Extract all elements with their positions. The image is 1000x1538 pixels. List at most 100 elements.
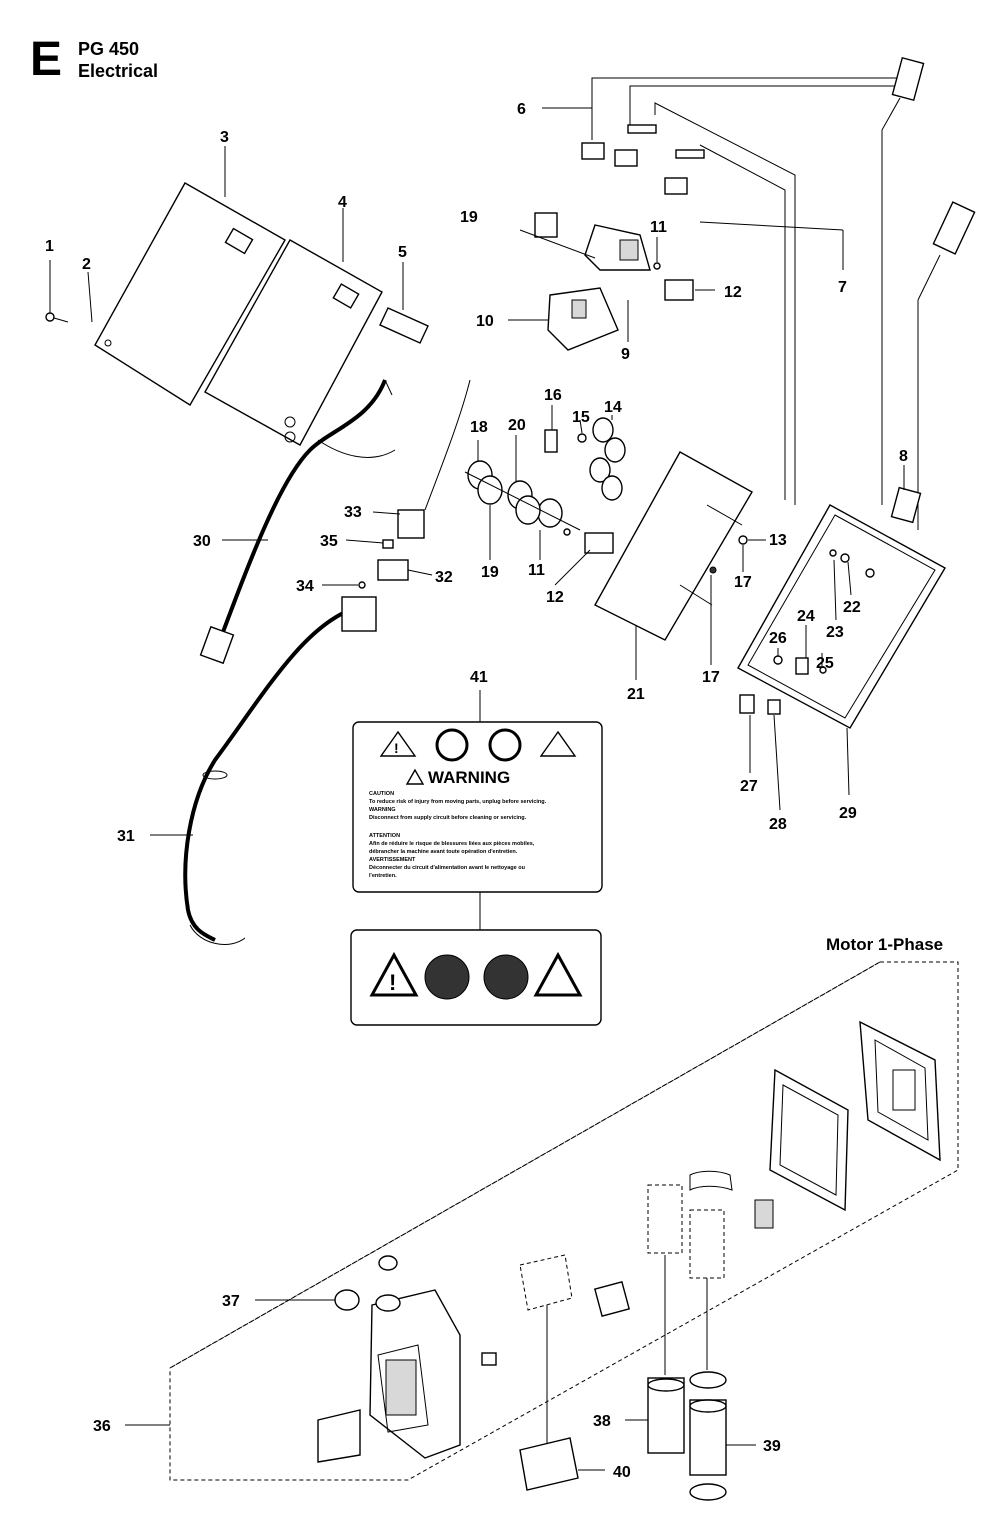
- connector-top-right: [891, 56, 925, 102]
- bracket-part-19-top: [534, 212, 558, 238]
- power-cord-part-30: [218, 379, 387, 641]
- switch-contacts-part-6: [581, 124, 657, 167]
- terminal-box-part-36: [369, 1255, 461, 1459]
- callout-10: 10: [476, 313, 494, 330]
- warning-line-2: To reduce risk of injury from moving par…: [369, 799, 547, 805]
- callout-20: 20: [508, 417, 526, 434]
- callout-28: 28: [769, 816, 787, 833]
- plug-part-33: [397, 509, 425, 539]
- callout-32: 32: [435, 569, 453, 586]
- callout-6: 6: [517, 101, 526, 118]
- terminal-part-12-mid: [584, 532, 614, 554]
- switch-part-5: [379, 307, 429, 344]
- callout-11-top: 11: [650, 219, 667, 236]
- callout-29: 29: [839, 805, 857, 822]
- page-title: Electrical: [78, 61, 159, 81]
- warning-decal-part-41: ! !: [350, 721, 603, 1026]
- callout-38: 38: [593, 1413, 611, 1430]
- callout-19-mid: 19: [481, 564, 499, 581]
- clip-part-32: [377, 559, 409, 581]
- callout-41: 41: [470, 669, 488, 686]
- callout-37: 37: [222, 1293, 240, 1310]
- link-part-16: [544, 429, 558, 453]
- terminal-part-12-top: [664, 279, 694, 301]
- switch-contacts-part-7: [664, 149, 705, 195]
- cable-gland-part-37: [334, 1289, 360, 1311]
- capacitor-38-outline: [647, 1184, 683, 1254]
- connector-right: [932, 201, 976, 255]
- callout-23: 23: [826, 624, 844, 641]
- screw-part-25: [819, 666, 827, 674]
- warning-line-3: WARNING: [369, 807, 396, 813]
- callout-18: 18: [470, 419, 488, 436]
- screw-part-15: [577, 433, 587, 443]
- callout-7: 7: [838, 279, 847, 296]
- callout-9: 9: [621, 346, 630, 363]
- warning-line-1: CAUTION: [369, 791, 394, 797]
- callout-24: 24: [797, 608, 815, 625]
- callout-39: 39: [763, 1438, 781, 1455]
- callout-22: 22: [843, 599, 861, 616]
- mounting-board-part-21: [594, 451, 753, 641]
- terminal-row-part-20: [467, 460, 563, 528]
- battery-part-40: [519, 1437, 579, 1491]
- callout-12-top: 12: [724, 284, 742, 301]
- gland-part-28: [767, 699, 781, 715]
- battery-40-outline: [519, 1254, 573, 1311]
- callout-30: 30: [193, 533, 211, 550]
- motor-section-label: Motor 1-Phase: [826, 935, 944, 954]
- callout-34: 34: [296, 578, 314, 595]
- warning-line-4: Disconnect from supply circuit before cl…: [369, 815, 527, 821]
- warning-line-6: Afin de réduire le risque de blessures l…: [369, 841, 535, 847]
- callout-12-mid: 12: [546, 589, 564, 606]
- washer-part-13: [738, 535, 748, 545]
- contactor-part-10: [547, 287, 619, 351]
- gasket: [769, 1068, 849, 1212]
- section-letter: E: [30, 33, 63, 86]
- motor-1-phase-boundary: [169, 961, 959, 1481]
- cover-frame: [859, 1020, 941, 1162]
- callout-11-mid: 11: [528, 562, 545, 579]
- svg-text:!: !: [389, 970, 396, 995]
- callout-36: 36: [93, 1418, 111, 1435]
- callout-14: 14: [604, 399, 622, 416]
- nut-part-35: [382, 539, 394, 549]
- warning-line-8: AVERTISSEMENT: [369, 857, 416, 863]
- callout-19-top: 19: [460, 209, 478, 226]
- callout-35: 35: [320, 533, 338, 550]
- leader-lines: [49, 107, 905, 1471]
- callout-26: 26: [769, 630, 787, 647]
- callout-2: 2: [82, 256, 91, 273]
- callout-5: 5: [398, 244, 407, 261]
- callout-21: 21: [627, 686, 645, 703]
- capacitor-39-outline: [689, 1209, 725, 1279]
- callout-31: 31: [117, 828, 135, 845]
- callout-numbers: 1 2 3 4 5 6 7 8 9 10 11 11 12 12 13 14 1…: [45, 101, 908, 1481]
- relay-part-9: [584, 224, 651, 271]
- callout-40: 40: [613, 1464, 631, 1481]
- screw-part-26: [773, 655, 783, 665]
- svg-text:!: !: [394, 740, 399, 756]
- screw-part-34: [358, 581, 366, 589]
- warning-line-5: ATTENTION: [369, 833, 400, 839]
- terminal-blocks-part-14: [589, 417, 626, 501]
- button-part-8: [890, 486, 922, 524]
- warning-line-7: débrancher la machine avant toute opérat…: [369, 849, 518, 855]
- callout-17-right: 17: [734, 574, 752, 591]
- warning-line-9: Déconnecter du circuit d'alimentation av…: [369, 865, 525, 871]
- callout-13: 13: [769, 532, 787, 549]
- callout-8: 8: [899, 448, 908, 465]
- screw-part-1: [45, 312, 69, 323]
- callout-3: 3: [220, 129, 229, 146]
- model-name: PG 450: [78, 39, 140, 59]
- screws-part-22-23: [829, 549, 875, 578]
- warning-title: WARNING: [428, 768, 510, 787]
- callout-17-bottom: 17: [702, 669, 720, 686]
- callout-27: 27: [740, 778, 758, 795]
- screw-part-11-top: [653, 262, 661, 270]
- callout-4: 4: [338, 194, 347, 211]
- callout-15: 15: [572, 409, 590, 426]
- enclosure-part-29: [737, 504, 946, 729]
- callout-1: 1: [45, 238, 54, 255]
